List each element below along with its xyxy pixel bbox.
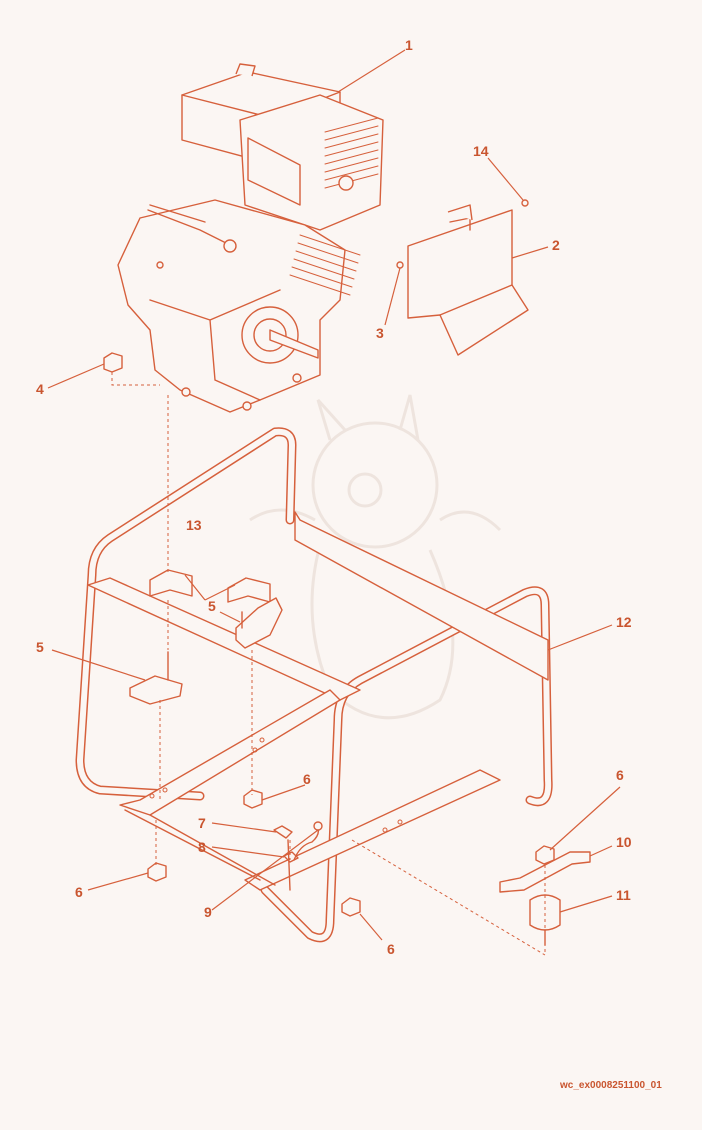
callout-2: 2 [552, 237, 560, 253]
callout-9: 9 [204, 904, 212, 920]
heat-shield [396, 199, 529, 356]
image-id-label: wc_ex0008251100_01 [560, 1080, 662, 1091]
callout-labels: 1 2 3 4 5 5 6 6 6 6 7 8 9 10 11 12 13 14 [36, 37, 632, 957]
callout-5-upper: 5 [208, 598, 216, 614]
ground-hardware [273, 821, 323, 891]
callout-4: 4 [36, 381, 44, 397]
engine-nut [103, 352, 123, 373]
leader-lines [47, 49, 621, 941]
callout-12: 12 [616, 614, 632, 630]
callout-1: 1 [405, 37, 413, 53]
callout-6-bottom: 6 [387, 941, 395, 957]
callout-11: 11 [616, 887, 631, 903]
callout-8: 8 [198, 839, 206, 855]
callout-5-lower: 5 [36, 639, 44, 655]
tubular-frame [75, 427, 553, 943]
callout-13: 13 [186, 517, 202, 533]
callout-14: 14 [473, 143, 489, 159]
callout-10: 10 [616, 834, 632, 850]
callout-6-right: 6 [616, 767, 624, 783]
callout-3: 3 [376, 325, 384, 341]
engine [117, 63, 384, 413]
callout-6-left: 6 [75, 884, 83, 900]
callout-7: 7 [198, 815, 206, 831]
vibration-mounts [129, 597, 283, 705]
callout-6-center: 6 [303, 771, 311, 787]
assembly-lines [111, 372, 546, 956]
